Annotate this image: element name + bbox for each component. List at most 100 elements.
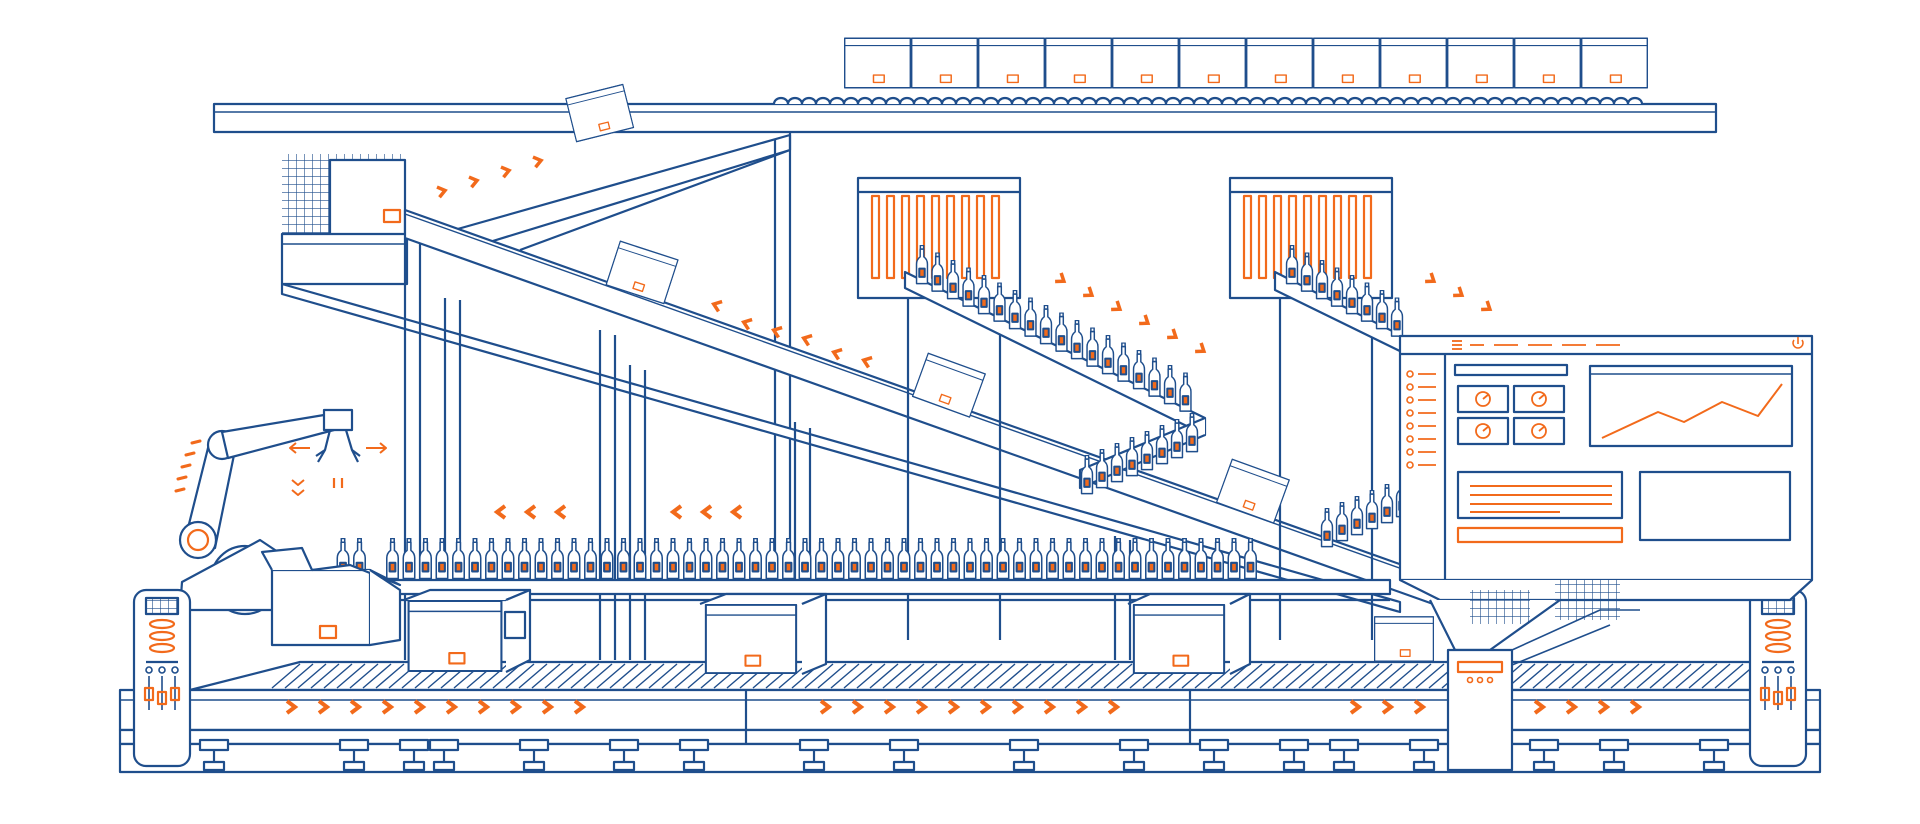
roller-line bbox=[1415, 663, 1445, 689]
chevron-right-icon bbox=[1165, 327, 1181, 344]
roller bbox=[954, 96, 972, 105]
menu-icon bbox=[1452, 340, 1462, 350]
bottle bbox=[715, 538, 730, 580]
conveyor-foot bbox=[1198, 738, 1230, 752]
chevron-right-icon bbox=[1109, 299, 1125, 316]
roller-line bbox=[323, 663, 353, 689]
main-conveyor-rollers bbox=[271, 663, 1757, 689]
foot-pad bbox=[1702, 760, 1726, 772]
roller bbox=[1080, 96, 1098, 105]
roller-line bbox=[895, 663, 925, 689]
roller-line bbox=[596, 663, 626, 689]
bottle bbox=[963, 538, 977, 580]
control-monitor bbox=[1398, 334, 1814, 772]
chevron-left-icon bbox=[860, 353, 874, 370]
roller-line bbox=[1714, 663, 1744, 689]
chevron-left-icon bbox=[731, 504, 743, 520]
roller bbox=[1290, 96, 1308, 105]
conveyor-foot bbox=[1118, 738, 1150, 752]
list-bullet bbox=[1406, 370, 1414, 378]
roller bbox=[1346, 96, 1364, 105]
roller bbox=[1122, 96, 1140, 105]
roller-line bbox=[674, 663, 704, 689]
bottle bbox=[847, 538, 862, 580]
roller-line bbox=[1311, 663, 1341, 689]
bottle bbox=[666, 538, 680, 580]
bottle bbox=[1147, 357, 1162, 398]
roller bbox=[828, 96, 846, 105]
chevron-right-icon bbox=[1193, 341, 1209, 358]
foot-pad bbox=[1412, 760, 1436, 772]
roller bbox=[1234, 96, 1252, 105]
chevron-right-icon bbox=[1451, 285, 1467, 302]
roller-line bbox=[1077, 663, 1107, 689]
roller-line bbox=[609, 663, 639, 689]
carton-box bbox=[1313, 37, 1380, 89]
roller bbox=[1108, 96, 1126, 105]
foot-pad bbox=[432, 760, 456, 772]
roller bbox=[1444, 96, 1462, 105]
roller-line bbox=[570, 663, 600, 689]
robotic-gripper-icon bbox=[315, 429, 361, 488]
roller bbox=[1332, 96, 1350, 105]
roller bbox=[1486, 96, 1504, 105]
roller bbox=[1500, 96, 1518, 105]
conveyor-foot bbox=[338, 738, 370, 752]
bottle bbox=[550, 538, 565, 580]
conveyor-foot bbox=[1408, 738, 1440, 752]
foot-pad bbox=[1532, 760, 1556, 772]
foot-pad bbox=[1202, 760, 1226, 772]
rack-bar bbox=[870, 194, 881, 280]
roller bbox=[1514, 96, 1532, 105]
roller-line bbox=[1688, 663, 1718, 689]
line-bottles bbox=[336, 538, 1258, 580]
conveyor-foot bbox=[1528, 738, 1560, 752]
roller bbox=[1038, 96, 1056, 105]
bottle bbox=[451, 538, 466, 580]
conveyor-foot bbox=[888, 738, 920, 752]
bottle bbox=[1380, 484, 1394, 524]
roller-line bbox=[336, 663, 366, 689]
roller bbox=[1430, 96, 1448, 105]
roller-line bbox=[635, 663, 665, 689]
roller-line bbox=[1350, 663, 1380, 689]
bottle bbox=[831, 538, 845, 580]
conveyor-foot bbox=[1328, 738, 1360, 752]
foot-pad bbox=[1332, 760, 1356, 772]
conveyor-foot bbox=[1008, 738, 1040, 752]
roller-line bbox=[1701, 663, 1731, 689]
roller-line bbox=[830, 663, 860, 689]
top-conveyor bbox=[212, 37, 1718, 134]
chevron-right-icon bbox=[1423, 271, 1439, 288]
roller bbox=[1052, 96, 1070, 105]
carton-box bbox=[1246, 37, 1313, 89]
bottle bbox=[1178, 372, 1193, 413]
top-conveyor-rollers bbox=[772, 96, 1644, 105]
side-panel-right bbox=[1748, 588, 1808, 768]
roller-line bbox=[1571, 663, 1601, 689]
carton-box bbox=[1380, 37, 1447, 89]
roller-line bbox=[297, 663, 327, 689]
bottle bbox=[649, 538, 664, 580]
roller-line bbox=[1285, 663, 1315, 689]
bottle bbox=[682, 538, 697, 580]
chevron-left-icon bbox=[525, 504, 537, 520]
roller bbox=[1164, 96, 1182, 105]
roller-line bbox=[973, 663, 1003, 689]
roller-line bbox=[1584, 663, 1614, 689]
bottle bbox=[1078, 538, 1093, 580]
bottle bbox=[930, 538, 944, 580]
bottle bbox=[1335, 502, 1349, 542]
roller bbox=[1374, 96, 1392, 105]
roller bbox=[1094, 96, 1112, 105]
bottle bbox=[583, 538, 598, 580]
conveyor-foot bbox=[198, 738, 230, 752]
bottle bbox=[699, 538, 713, 580]
roller-line bbox=[1090, 663, 1120, 689]
bottle bbox=[1350, 496, 1364, 536]
roller-line bbox=[1064, 663, 1094, 689]
conveyor-foot bbox=[1598, 738, 1630, 752]
chevron-left-icon bbox=[671, 504, 683, 520]
bottle bbox=[1390, 297, 1404, 338]
